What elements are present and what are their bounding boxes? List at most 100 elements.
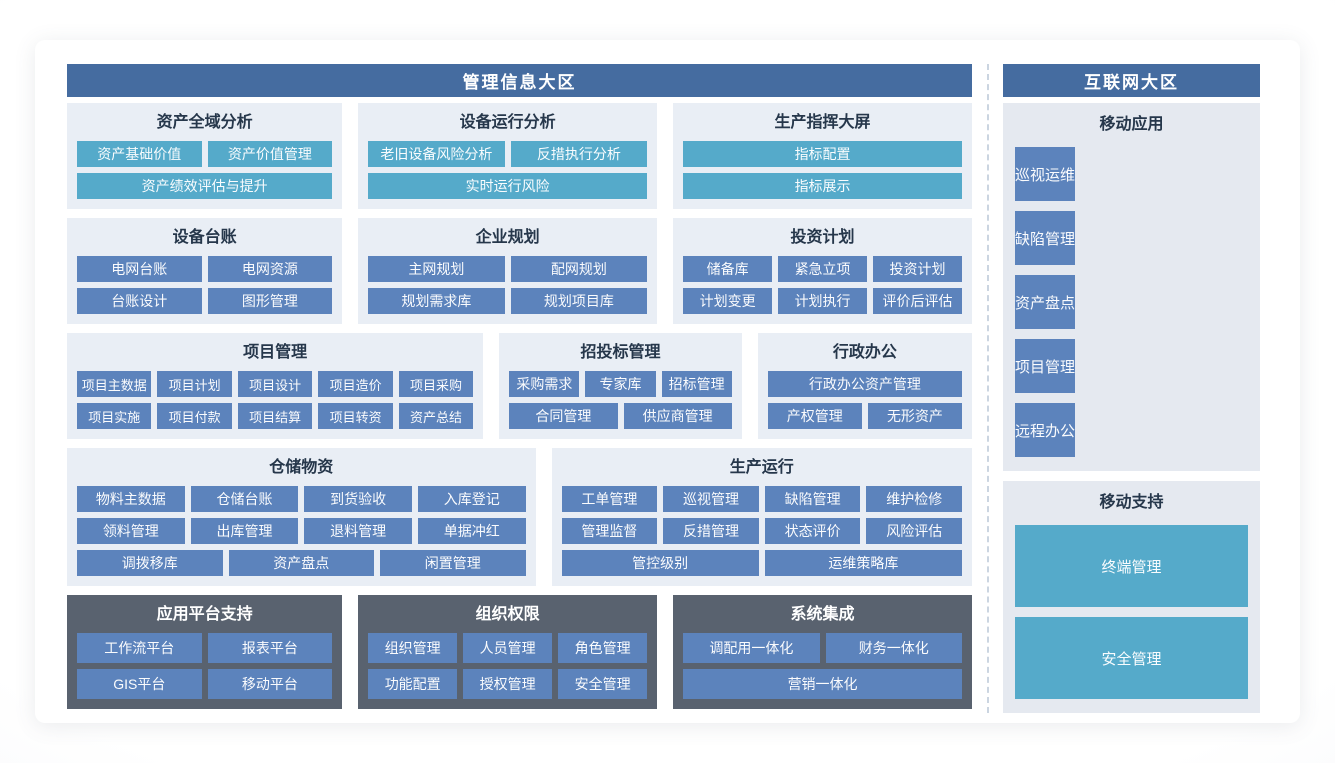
module-tile: 反措执行分析 xyxy=(510,141,648,167)
module-tile: 授权管理 xyxy=(463,669,553,699)
section-card: 设备运行分析老旧设备风险分析反措执行分析实时运行风险 xyxy=(358,103,658,209)
tile-row: 物料主数据仓储台账到货验收入库登记 xyxy=(77,486,526,512)
module-tile: 组织管理 xyxy=(368,633,458,663)
tile-row: 项目管理 xyxy=(1015,339,1248,393)
module-tile: 移动平台 xyxy=(207,669,333,699)
module-tile: 项目计划 xyxy=(157,371,232,397)
module-tile: 投资计划 xyxy=(873,256,963,282)
tile-row: 项目实施项目付款项目结算项目转资资产总结 xyxy=(77,403,474,429)
module-tile: 人员管理 xyxy=(463,633,553,663)
module-tile: 产权管理 xyxy=(767,403,862,429)
tile-row: 台账设计图形管理 xyxy=(77,288,333,314)
module-tile: 风险评估 xyxy=(866,518,963,544)
module-tile: 管控级别 xyxy=(561,550,759,576)
tile-row: 管理监督反措管理状态评价风险评估 xyxy=(561,518,963,544)
section-row: 仓储物资物料主数据仓储台账到货验收入库登记领料管理出库管理退料管理单据冲红调拨移… xyxy=(67,448,972,586)
section-title: 招投标管理 xyxy=(580,344,661,361)
section-title: 移动应用 xyxy=(1099,116,1164,133)
module-tile: 规划项目库 xyxy=(510,288,648,314)
module-tile: 终端管理 xyxy=(1015,525,1248,607)
section-title: 应用平台支持 xyxy=(156,606,253,623)
tile-row: 资产绩效评估与提升 xyxy=(77,173,333,199)
internet-zone-header: 互联网大区 xyxy=(1003,64,1260,97)
module-tile: 运维策略库 xyxy=(764,550,962,576)
section-card: 移动应用巡视运维缺陷管理资产盘点项目管理远程办公 xyxy=(1003,103,1260,471)
module-tile: 安全管理 xyxy=(558,669,648,699)
tile-row: 主网规划配网规划 xyxy=(368,256,648,282)
internet-zone-rows: 移动应用巡视运维缺陷管理资产盘点项目管理远程办公移动支持终端管理安全管理 xyxy=(1003,103,1260,713)
module-tile: 到货验收 xyxy=(304,486,412,512)
module-tile: 储备库 xyxy=(683,256,773,282)
module-tile: 仓储台账 xyxy=(190,486,299,512)
module-tile: 评价后评估 xyxy=(873,288,963,314)
tile-row: 缺陷管理 xyxy=(1015,211,1248,265)
module-tile: 资产总结 xyxy=(398,403,474,429)
zone-divider xyxy=(987,64,989,713)
section-title: 项目管理 xyxy=(243,344,308,361)
section-title: 投资计划 xyxy=(790,229,855,246)
module-tile: 合同管理 xyxy=(509,403,618,429)
module-tile: 招标管理 xyxy=(661,371,732,397)
tile-row: 合同管理供应商管理 xyxy=(509,403,732,429)
tile-row: 工作流平台报表平台 xyxy=(77,633,333,663)
tile-row: 产权管理无形资产 xyxy=(767,403,963,429)
module-tile: 退料管理 xyxy=(304,518,412,544)
module-tile: 资产绩效评估与提升 xyxy=(77,173,333,199)
module-tile: 项目造价 xyxy=(318,371,393,397)
section-title: 仓储物资 xyxy=(269,459,334,476)
section-title: 企业规划 xyxy=(475,229,540,246)
tile-row: 远程办公 xyxy=(1015,403,1248,457)
section-title: 设备运行分析 xyxy=(459,114,556,131)
module-tile: 财务一体化 xyxy=(825,633,963,663)
module-tile: 图形管理 xyxy=(207,288,333,314)
module-tile: 项目实施 xyxy=(77,403,152,429)
module-tile: 台账设计 xyxy=(77,288,202,314)
section-title: 生产指挥大屏 xyxy=(774,114,871,131)
section-title: 行政办公 xyxy=(832,344,897,361)
module-tile: 缺陷管理 xyxy=(1015,211,1076,265)
panel-content: 管理信息大区 资产全域分析资产基础价值资产价值管理资产绩效评估与提升 设备运行分析… xyxy=(67,64,1260,713)
tile-row: 规划需求库规划项目库 xyxy=(368,288,648,314)
section-row: 资产全域分析资产基础价值资产价值管理资产绩效评估与提升设备运行分析老旧设备风险分… xyxy=(67,103,973,209)
module-tile: 闲置管理 xyxy=(380,550,526,576)
module-tile: 入库登记 xyxy=(417,486,526,512)
main-zone-header: 管理信息大区 xyxy=(67,64,972,97)
tile-row: 终端管理 xyxy=(1015,525,1248,607)
module-tile: 功能配置 xyxy=(368,669,458,699)
section-card: 系统集成调配用一体化财务一体化营销一体化 xyxy=(673,595,973,709)
tile-row: 行政办公资产管理 xyxy=(767,371,962,397)
section-card: 组织权限组织管理人员管理角色管理功能配置授权管理安全管理 xyxy=(358,595,658,709)
module-tile: 项目付款 xyxy=(157,403,232,429)
module-tile: 领料管理 xyxy=(77,518,185,544)
module-tile: 资产基础价值 xyxy=(77,141,202,167)
module-tile: 项目主数据 xyxy=(77,371,152,397)
module-tile: 项目结算 xyxy=(237,403,313,429)
tile-row: 储备库紧急立项投资计划 xyxy=(683,256,963,282)
tile-row: 工单管理巡视管理缺陷管理维护检修 xyxy=(561,486,963,512)
module-tile: 工作流平台 xyxy=(77,633,202,663)
module-tile: 指标配置 xyxy=(683,141,963,167)
tile-row: 安全管理 xyxy=(1015,617,1248,699)
tile-row: 资产盘点 xyxy=(1015,275,1248,329)
section-title: 资产全域分析 xyxy=(156,114,253,131)
module-tile: 物料主数据 xyxy=(77,486,185,512)
module-tile: 采购需求 xyxy=(509,371,580,397)
module-tile: 规划需求库 xyxy=(368,288,505,314)
section-card: 移动支持终端管理安全管理 xyxy=(1003,481,1260,713)
module-tile: 资产盘点 xyxy=(1015,275,1076,329)
module-tile: 单据冲红 xyxy=(417,518,526,544)
module-tile: 配网规划 xyxy=(510,256,648,282)
tile-row: 指标展示 xyxy=(683,173,963,199)
module-tile: 调拨移库 xyxy=(77,550,223,576)
tile-row: 实时运行风险 xyxy=(368,173,648,199)
section-title: 生产运行 xyxy=(729,459,794,476)
module-tile: 项目采购 xyxy=(398,371,474,397)
tile-row: 功能配置授权管理安全管理 xyxy=(368,669,648,699)
module-tile: 资产价值管理 xyxy=(207,141,333,167)
module-tile: 状态评价 xyxy=(764,518,861,544)
section-title: 系统集成 xyxy=(790,606,855,623)
zone-internet: 互联网大区 移动应用巡视运维缺陷管理资产盘点项目管理远程办公移动支持终端管理安全… xyxy=(1003,64,1260,713)
module-tile: 角色管理 xyxy=(558,633,648,663)
module-tile: 紧急立项 xyxy=(778,256,868,282)
